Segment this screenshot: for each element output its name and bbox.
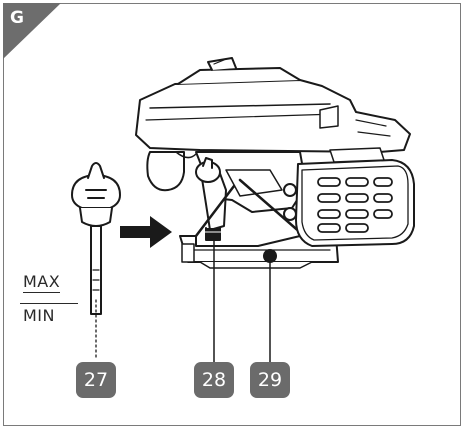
callout-28: 28 xyxy=(194,362,234,398)
figure-letter: G xyxy=(10,8,24,28)
engine-body xyxy=(135,57,415,269)
dipstick-max-label: MAX xyxy=(23,272,61,293)
callout-29: 29 xyxy=(250,362,290,398)
corner-tab xyxy=(3,3,61,59)
callout-27: 27 xyxy=(76,362,116,398)
dipstick-illustration xyxy=(71,162,121,361)
dipstick-scale-divider xyxy=(20,303,78,304)
insert-arrow xyxy=(120,216,172,248)
figure-border xyxy=(3,3,461,426)
dipstick-min-label: MIN xyxy=(23,306,55,325)
